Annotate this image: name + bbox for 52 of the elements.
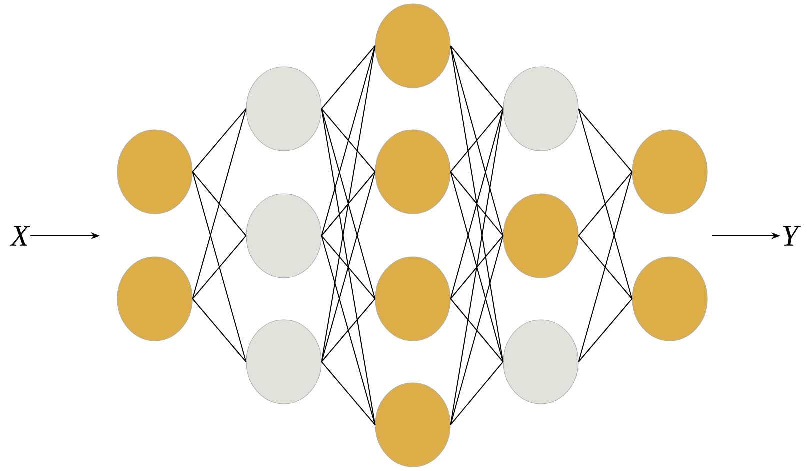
connection-line bbox=[192, 108, 247, 300]
connection-line bbox=[578, 298, 633, 362]
connection-line bbox=[450, 46, 504, 236]
neuron-circle bbox=[375, 382, 451, 468]
connection-line bbox=[578, 172, 633, 236]
connection-line bbox=[192, 108, 247, 172]
neuron-circle bbox=[375, 4, 451, 88]
connection-line bbox=[321, 236, 376, 300]
connection-line bbox=[450, 362, 504, 426]
connection-line bbox=[450, 236, 504, 426]
connection-line bbox=[578, 236, 633, 300]
neuron-circle bbox=[632, 130, 708, 214]
variable-label: Y bbox=[783, 226, 801, 246]
connection-line bbox=[450, 46, 504, 110]
connection-line bbox=[450, 298, 504, 362]
connection-line bbox=[450, 46, 504, 362]
connection-line bbox=[321, 108, 376, 426]
neuron-circle bbox=[246, 66, 322, 152]
neuron-circle bbox=[503, 66, 579, 152]
connection-line bbox=[321, 172, 376, 362]
connection-line bbox=[192, 172, 247, 362]
connection-line bbox=[321, 362, 376, 426]
neuron-circle bbox=[375, 130, 451, 214]
neuron-circle bbox=[117, 256, 193, 342]
neuron-circle bbox=[503, 320, 579, 404]
neuron-circle bbox=[503, 194, 579, 278]
connection-line bbox=[578, 108, 633, 300]
variable-label: X bbox=[10, 226, 30, 246]
connection-line bbox=[450, 108, 504, 172]
connection-line bbox=[192, 172, 247, 236]
connection-line bbox=[321, 172, 376, 236]
connection-line bbox=[450, 172, 504, 362]
connection-line bbox=[321, 298, 376, 362]
connection-line bbox=[192, 236, 247, 300]
neuron-circle bbox=[246, 194, 322, 278]
connection-line bbox=[578, 172, 633, 362]
neuron-circle bbox=[632, 256, 708, 342]
connection-line bbox=[321, 108, 376, 172]
connection-line bbox=[450, 172, 504, 236]
neuron-circle bbox=[375, 256, 451, 342]
connection-line bbox=[321, 108, 376, 300]
connection-line bbox=[321, 46, 376, 110]
neuron-circle bbox=[117, 130, 193, 214]
connection-line bbox=[192, 298, 247, 362]
connection-line bbox=[321, 46, 376, 362]
connection-line bbox=[450, 108, 504, 426]
connection-line bbox=[450, 236, 504, 300]
connection-line bbox=[321, 46, 376, 236]
connection-line bbox=[578, 108, 633, 172]
connection-line bbox=[321, 236, 376, 426]
connection-line bbox=[450, 108, 504, 300]
neuron-circle bbox=[246, 320, 322, 404]
